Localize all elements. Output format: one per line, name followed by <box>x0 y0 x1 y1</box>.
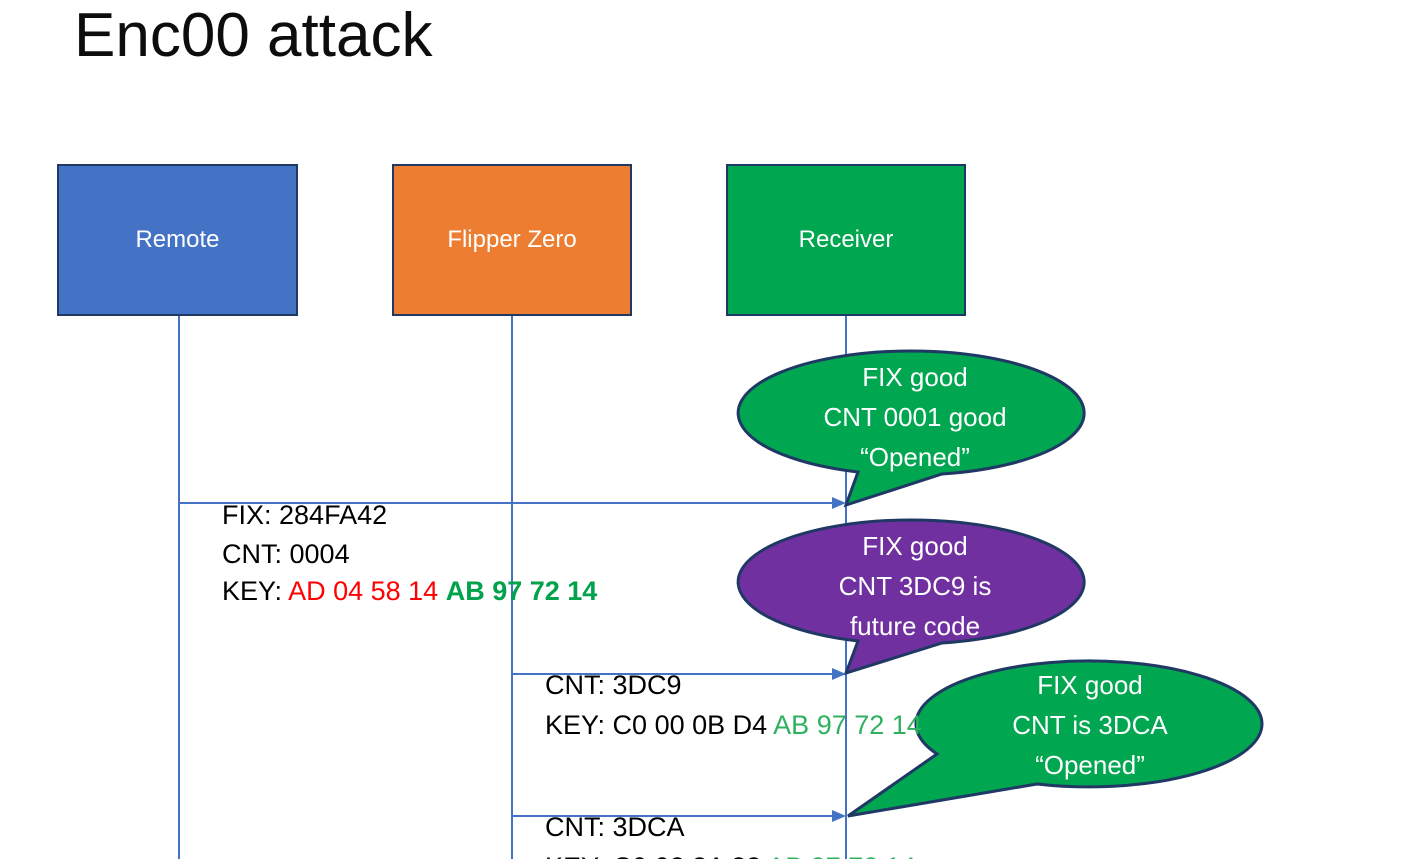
actor-box-flipper-zero: Flipper Zero <box>392 164 632 316</box>
message1-key-green-bytes: AB 97 72 14 <box>445 576 598 606</box>
message3-key-prefix: KEY: C0 02 8A 33 <box>545 852 767 859</box>
message1-fix-label: FIX: 284FA42 <box>192 469 387 562</box>
message1-cnt-label: CNT: 0004 <box>192 508 350 601</box>
arrowhead-icon <box>832 810 846 822</box>
message-arrow-2 <box>512 673 833 675</box>
callout2-line1: FIX good <box>862 531 968 561</box>
message2-cnt-text: CNT: 3DC9 <box>545 670 682 700</box>
message1-key-label: KEY: AD 04 58 14 AB 97 72 14 <box>192 545 597 638</box>
message1-fix-text: FIX: 284FA42 <box>222 500 388 530</box>
callout1-line1: FIX good <box>862 362 968 392</box>
message-arrow-3 <box>512 815 833 817</box>
message1-cnt-text: CNT: 0004 <box>222 539 350 569</box>
message3-cnt-label: CNT: 3DCA <box>515 781 685 859</box>
callout2-line2: CNT 3DC9 is <box>838 571 992 601</box>
callout1-line3: “Opened” <box>860 442 970 472</box>
callout2-line3: future code <box>849 611 981 641</box>
callout1-text: FIX good CNT 0001 good “Opened” <box>742 357 1088 477</box>
message2-key-prefix: KEY: C0 00 0B D4 <box>545 710 774 740</box>
message2-key-green-bytes: AB 97 72 14 <box>773 710 922 740</box>
actor-label-receiver: Receiver <box>798 226 894 253</box>
lifeline-flipper-zero <box>511 316 513 859</box>
message2-cnt-label: CNT: 3DC9 <box>515 639 682 732</box>
message2-key-label: KEY: C0 00 0B D4 AB 97 72 14 <box>515 679 922 772</box>
actor-box-remote: Remote <box>57 164 298 316</box>
arrowhead-icon <box>832 668 846 680</box>
actor-label-remote: Remote <box>135 226 220 253</box>
actor-label-flipper-zero: Flipper Zero <box>447 226 577 253</box>
arrowhead-icon <box>832 497 846 509</box>
lifeline-remote <box>178 316 180 859</box>
callout3-line3: “Opened” <box>1035 750 1145 780</box>
message1-key-prefix: KEY: <box>222 576 289 606</box>
message3-key-label: KEY: C0 02 8A 33 AB 97 72 14 <box>515 821 916 859</box>
message-arrow-1 <box>179 502 833 504</box>
callout2-text: FIX good CNT 3DC9 is future code <box>742 526 1088 646</box>
callout3-line1: FIX good <box>1037 670 1143 700</box>
callout3-line2: CNT is 3DCA <box>1012 710 1168 740</box>
message1-key-red-bytes: AD 04 58 14 <box>288 576 446 606</box>
message3-key-green-bytes: AB 97 72 14 <box>767 852 916 859</box>
slide-title: Enc00 attack <box>74 1 433 70</box>
actor-box-receiver: Receiver <box>726 164 966 316</box>
callout3-text: FIX good CNT is 3DCA “Opened” <box>917 665 1263 785</box>
callout1-line2: CNT 0001 good <box>823 402 1007 432</box>
message3-cnt-text: CNT: 3DCA <box>545 812 685 842</box>
